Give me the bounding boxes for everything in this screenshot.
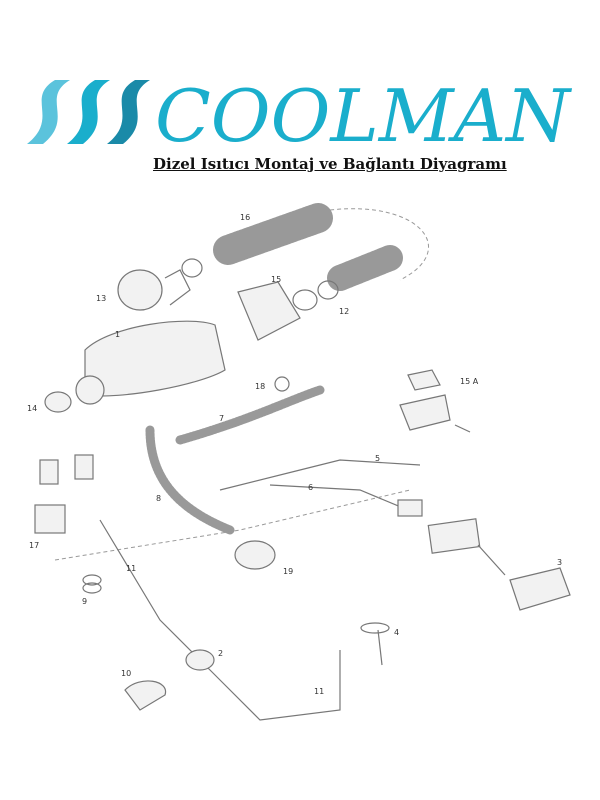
label-11b: 11 [314, 687, 324, 696]
label-4: 4 [394, 628, 399, 637]
coolman-logo: COOLMAN [27, 78, 573, 148]
label-6: 6 [308, 483, 313, 492]
wave-icon [27, 80, 150, 144]
page-title: Dizel Isıtıcı Montaj ve Bağlantı Diyagra… [153, 155, 507, 173]
label-3: 3 [557, 558, 562, 567]
label-12: 12 [339, 307, 349, 316]
fuse-label: 15 A [460, 377, 479, 386]
installation-diagram: 16 15 13 12 1 14 18 7 5 6 8 17 3 11 19 9… [27, 203, 571, 721]
label-15: 15 [271, 275, 281, 284]
brand-name: COOLMAN [155, 78, 573, 148]
label-1: 1 [115, 330, 120, 339]
part-labels: 16 15 13 12 1 14 18 7 5 6 8 17 3 11 19 9… [27, 213, 562, 696]
label-8: 8 [156, 494, 161, 503]
label-7: 7 [219, 414, 224, 423]
label-2: 2 [218, 649, 223, 658]
label-14: 14 [27, 404, 37, 413]
label-5: 5 [375, 454, 380, 463]
label-9: 9 [82, 597, 87, 606]
label-18: 18 [255, 382, 265, 391]
label-17: 17 [29, 541, 39, 550]
label-13: 13 [96, 294, 106, 303]
label-19: 19 [283, 567, 293, 576]
label-10: 10 [121, 669, 131, 678]
label-16: 16 [240, 213, 250, 222]
label-11: 11 [126, 564, 136, 573]
